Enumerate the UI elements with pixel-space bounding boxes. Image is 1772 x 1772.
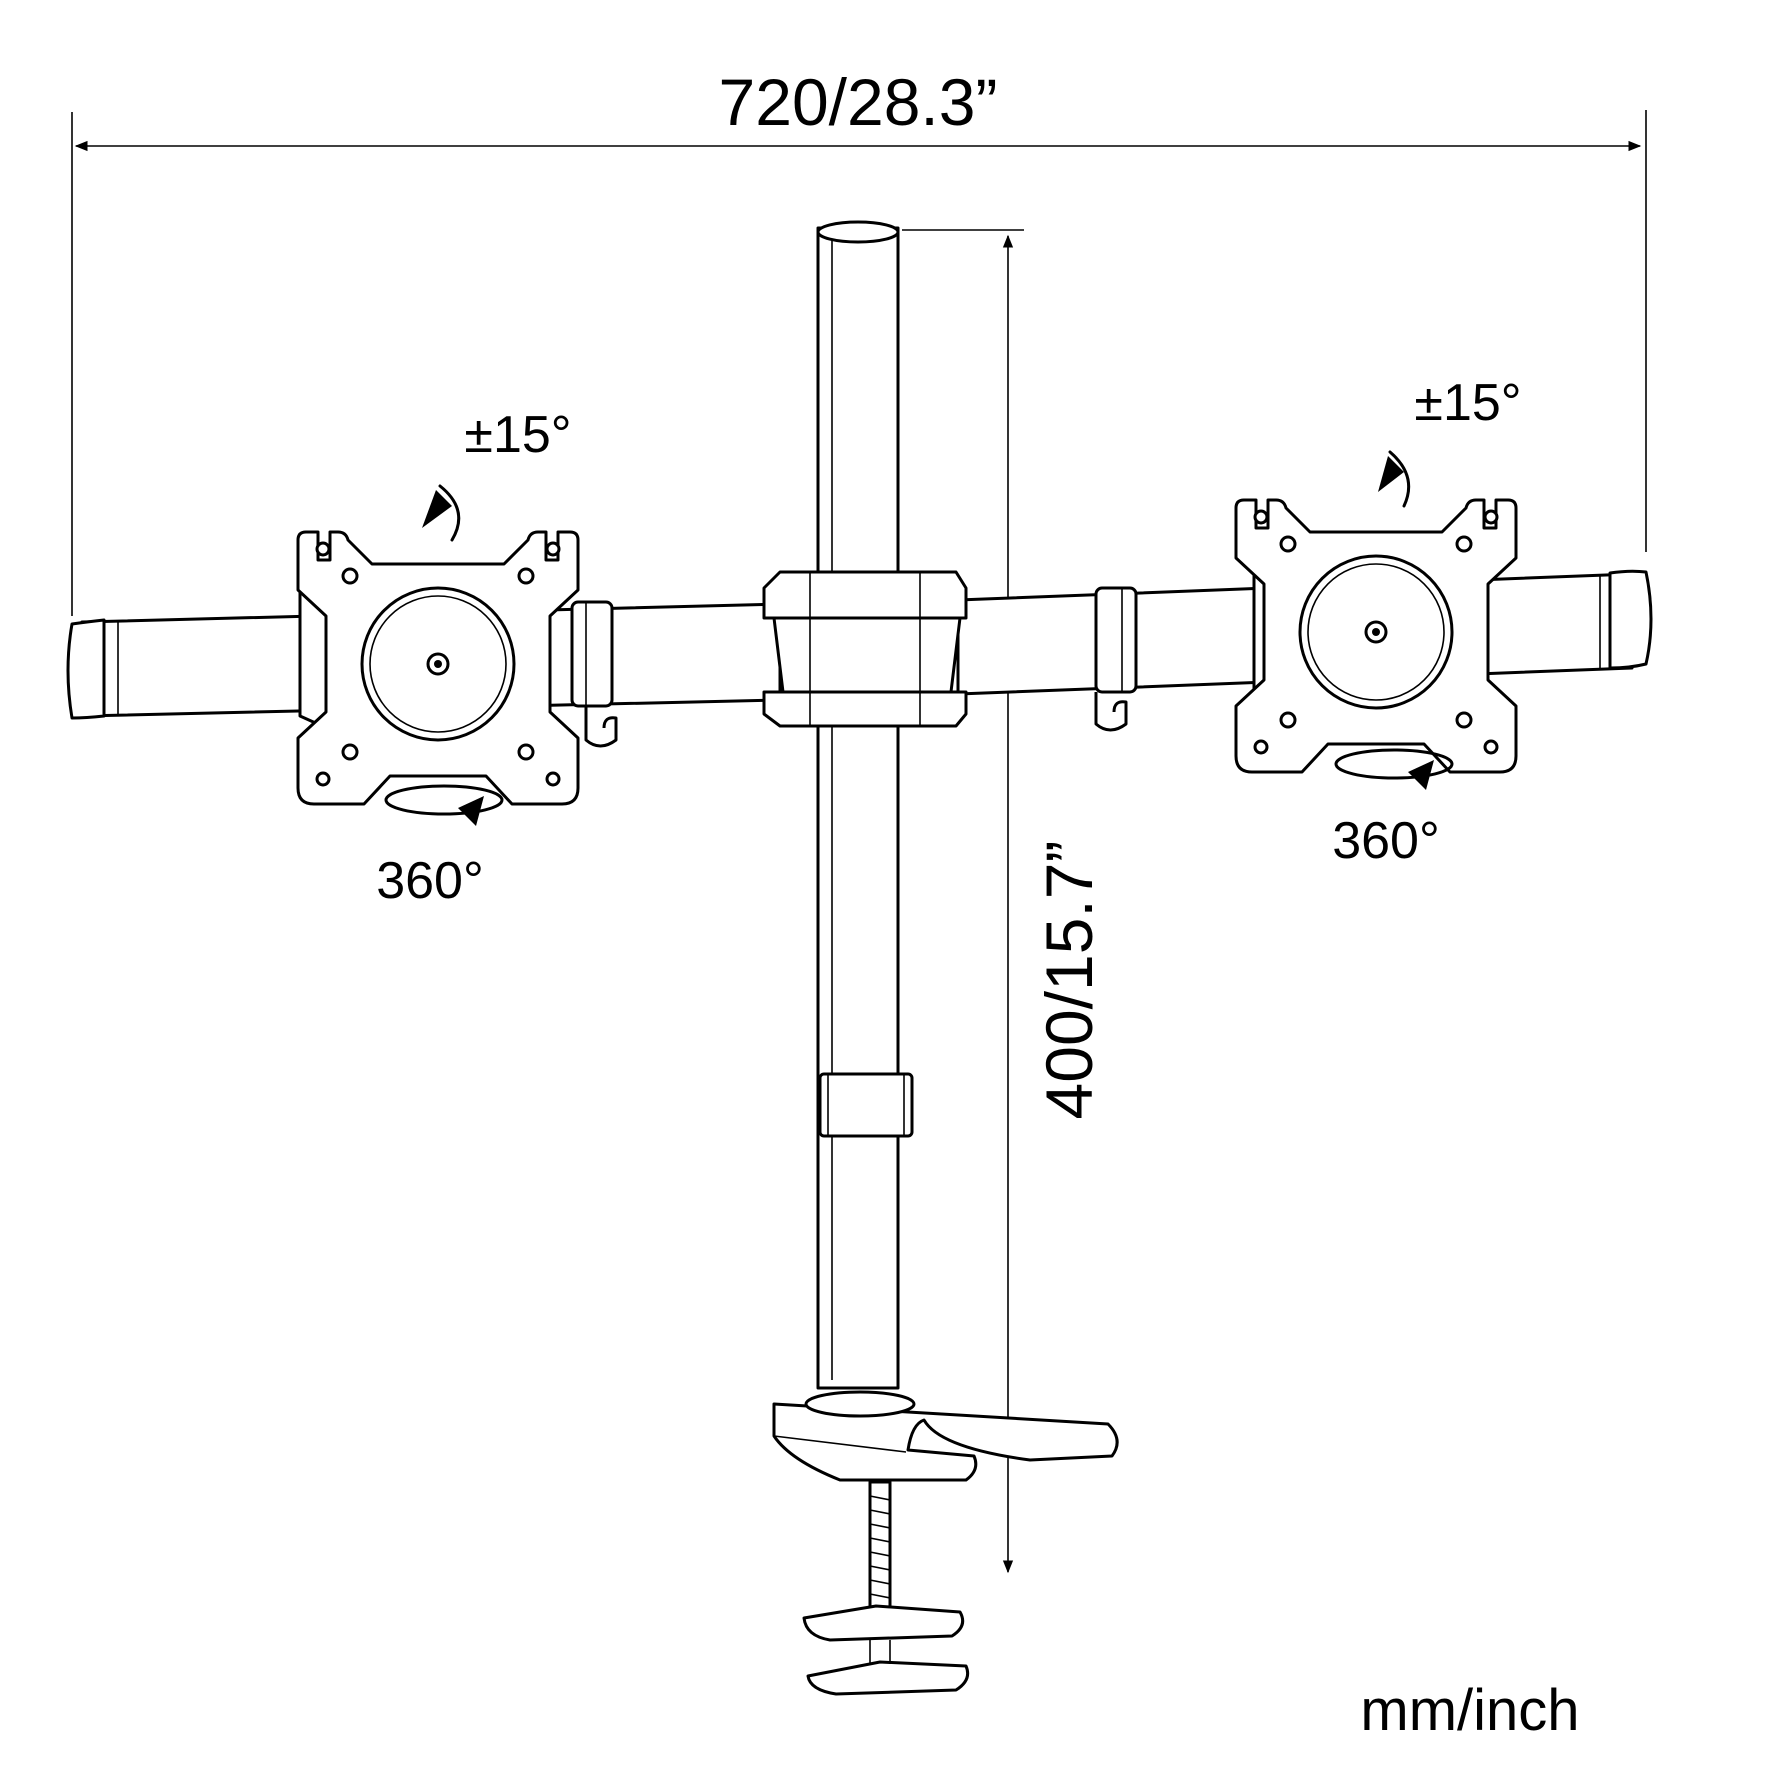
base-pole-collar [804, 1390, 916, 1418]
right-rotation-indicator: 360° [1332, 748, 1454, 870]
height-adjust-collar [818, 1072, 914, 1138]
left-end-cap [66, 618, 106, 720]
height-dimension: 400/15.7” [902, 229, 1106, 1574]
hub-body [772, 616, 962, 702]
pole-top-cap [816, 220, 900, 244]
right-tilt-arrow-head [1378, 456, 1404, 492]
left-arm-collar [570, 600, 614, 708]
center-hub [762, 570, 968, 728]
left-rotation-label: 360° [376, 852, 484, 910]
left-vesa-plate [296, 530, 580, 806]
clamp-pressure-plate [802, 1604, 965, 1642]
right-arm-collar [1094, 586, 1138, 694]
base-clamp-body [772, 1402, 1119, 1482]
hub-bottom-cap [762, 690, 968, 728]
pole [816, 220, 914, 1390]
right-tilt-indicator: ±15° [1378, 374, 1522, 508]
right-cable-clip [1094, 692, 1128, 732]
right-vesa-plate [1234, 498, 1518, 774]
clamp-bottom-pad [806, 1660, 970, 1696]
right-tilt-arrow [1388, 450, 1411, 508]
desk-base [772, 1390, 1119, 1696]
units-label: mm/inch [1360, 1678, 1579, 1743]
right-end-cap [1608, 569, 1653, 670]
left-cable-clip [584, 706, 618, 748]
left-rotation-arrow-head [458, 796, 484, 826]
right-tilt-label: ±15° [1414, 374, 1521, 432]
right-rotation-arrow-head [1408, 760, 1434, 790]
left-tilt-arrow [438, 484, 461, 542]
left-tilt-indicator: ±15° [422, 406, 572, 542]
right-rotation-arc [1334, 748, 1454, 780]
height-label: 400/15.7” [1032, 841, 1106, 1120]
left-tilt-arrow-head [422, 490, 452, 528]
hub-top-cap [762, 570, 968, 620]
left-rotation-arc [384, 784, 504, 816]
left-tilt-label: ±15° [464, 406, 571, 464]
width-dimension: 720/28.3” [71, 65, 1647, 616]
right-rotation-label: 360° [1332, 812, 1440, 870]
upper-pole [816, 226, 900, 1390]
left-rotation-indicator: 360° [376, 784, 504, 910]
width-label: 720/28.3” [719, 65, 998, 139]
